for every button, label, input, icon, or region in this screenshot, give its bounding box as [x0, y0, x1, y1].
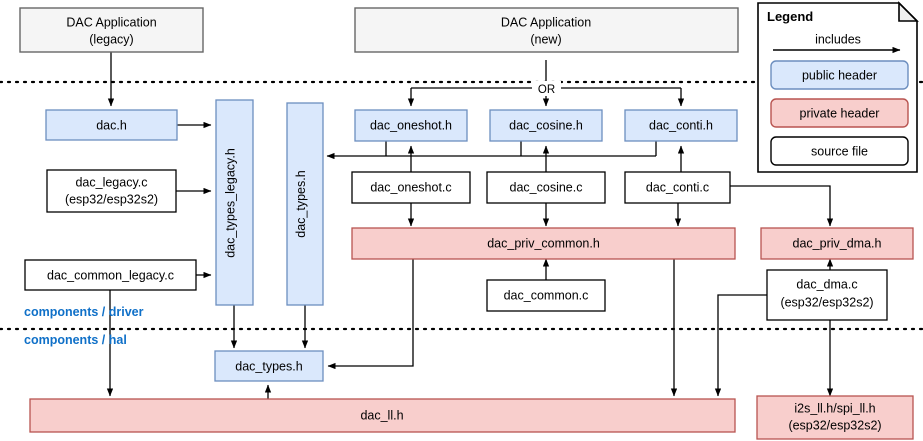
- app-new-box: DAC Application (new): [354, 7, 739, 53]
- or-label: OR: [538, 84, 555, 96]
- node-dac-types-h-hal-label: dac_types.h: [235, 359, 302, 373]
- node-dac-oneshot-c-label: dac_oneshot.c: [370, 180, 451, 194]
- node-dac-legacy-c[interactable]: dac_legacy.c (esp32/esp32s2): [46, 169, 177, 213]
- node-dac-common-c-label: dac_common.c: [504, 288, 589, 302]
- node-dac-priv-dma-h-label: dac_priv_dma.h: [793, 236, 882, 250]
- node-dac-conti-c-label: dac_conti.c: [646, 180, 709, 194]
- node-dac-priv-common-h[interactable]: dac_priv_common.h: [351, 227, 736, 260]
- node-dac-cosine-h-label: dac_cosine.h: [509, 118, 583, 132]
- legend-private-header-label: private header: [800, 106, 880, 120]
- node-i2s-spi-ll-h-line2: (esp32/esp32s2): [788, 418, 881, 432]
- node-dac-cosine-c[interactable]: dac_cosine.c: [486, 171, 606, 204]
- edge-dma-c-to-dac-ll: [714, 294, 767, 397]
- node-dac-legacy-c-line2: (esp32/esp32s2): [65, 192, 158, 206]
- node-dac-conti-h[interactable]: dac_conti.h: [624, 109, 738, 142]
- node-dac-common-legacy-c-label: dac_common_legacy.c: [47, 268, 174, 282]
- app-new-line2: (new): [530, 32, 561, 46]
- node-dac-oneshot-h-label: dac_oneshot.h: [370, 118, 452, 132]
- legend-source-file-label: source file: [811, 144, 868, 158]
- or-label-bg: [532, 81, 561, 96]
- node-dac-conti-c[interactable]: dac_conti.c: [624, 171, 731, 204]
- legend-private-header-swatch: private header: [770, 98, 909, 128]
- legend-public-header-swatch: public header: [770, 60, 909, 90]
- app-legacy-box: DAC Application (legacy): [19, 7, 204, 53]
- node-dac-dma-c-line1: dac_dma.c: [796, 277, 857, 291]
- node-dac-types-legacy-h[interactable]: dac_types_legacy.h: [215, 99, 254, 306]
- node-dac-h[interactable]: dac.h: [45, 109, 178, 141]
- node-dac-oneshot-h[interactable]: dac_oneshot.h: [354, 109, 468, 142]
- node-dac-cosine-h[interactable]: dac_cosine.h: [489, 109, 603, 142]
- node-dac-common-c[interactable]: dac_common.c: [486, 279, 606, 312]
- node-dac-oneshot-c[interactable]: dac_oneshot.c: [351, 171, 471, 204]
- legend-public-header-label: public header: [802, 68, 877, 82]
- zone-label-driver: components / driver: [24, 305, 144, 319]
- node-dac-types-h-driver[interactable]: dac_types.h: [286, 102, 324, 306]
- node-dac-priv-dma-h[interactable]: dac_priv_dma.h: [760, 227, 914, 260]
- legend-title: Legend: [767, 9, 813, 24]
- edge-conti-c-to-priv-dma: [730, 185, 834, 227]
- app-legacy-line1: DAC Application: [66, 15, 156, 29]
- node-dac-cosine-c-label: dac_cosine.c: [510, 180, 583, 194]
- edge-priv-common-to-types-hal: [327, 258, 414, 370]
- zone-label-hal: components / hal: [24, 333, 127, 347]
- node-i2s-spi-ll-h-line1: i2s_ll.h/spi_ll.h: [794, 401, 875, 415]
- node-dac-common-legacy-c[interactable]: dac_common_legacy.c: [24, 259, 197, 291]
- app-legacy-line2: (legacy): [89, 32, 133, 46]
- node-dac-priv-common-h-label: dac_priv_common.h: [487, 236, 600, 250]
- legend-panel: Legend includes public header private he…: [757, 1, 919, 173]
- legend-arrow-label: includes: [815, 32, 861, 46]
- node-dac-ll-h-label: dac_ll.h: [360, 408, 403, 422]
- node-dac-dma-c-line2: (esp32/esp32s2): [780, 295, 873, 309]
- node-dac-types-h-driver-label: dac_types.h: [294, 170, 308, 237]
- node-dac-dma-c[interactable]: dac_dma.c (esp32/esp32s2): [766, 269, 888, 321]
- legend-source-file-swatch: source file: [770, 136, 909, 166]
- node-dac-ll-h[interactable]: dac_ll.h: [29, 398, 736, 433]
- node-dac-conti-h-label: dac_conti.h: [649, 118, 713, 132]
- node-dac-types-legacy-h-label: dac_types_legacy.h: [224, 148, 238, 258]
- node-dac-legacy-c-line1: dac_legacy.c: [75, 175, 147, 189]
- node-dac-types-h-hal[interactable]: dac_types.h: [214, 350, 324, 382]
- node-dac-h-label: dac.h: [96, 118, 127, 132]
- node-i2s-spi-ll-h[interactable]: i2s_ll.h/spi_ll.h (esp32/esp32s2): [756, 395, 914, 440]
- app-new-line1: DAC Application: [501, 15, 591, 29]
